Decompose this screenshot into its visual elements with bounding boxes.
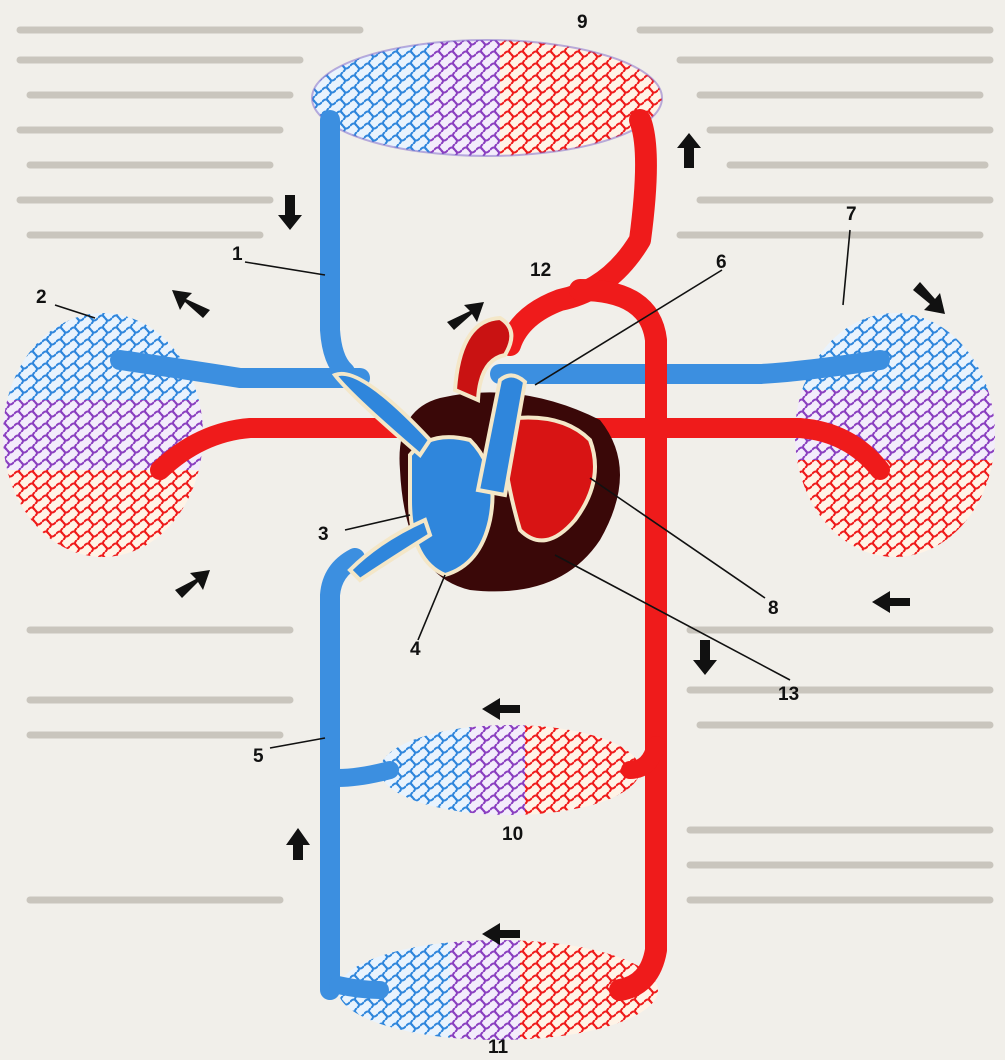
label-1: 1 [232,244,243,265]
arrow-down-icon-right [693,640,717,675]
capillary-bed-middle [370,720,645,820]
label-10: 10 [502,824,523,845]
label-9: 9 [577,12,588,33]
label-13: 13 [778,684,799,705]
label-5: 5 [253,746,264,767]
arrow-up-icon [677,133,701,168]
label-6: 6 [716,252,727,273]
arrow-left-icon-right [872,591,910,613]
arrow-up-right-icon-left [175,570,210,598]
label-4: 4 [410,639,421,660]
arrow-up-icon-bottom [286,828,310,860]
label-12: 12 [530,260,551,281]
arrow-down-icon [278,195,302,230]
arrow-up-left-icon [172,290,210,318]
label-2: 2 [36,287,47,308]
label-3: 3 [318,524,329,545]
arrow-down-right-icon [913,282,945,314]
capillary-bed-left [0,300,210,570]
capillary-bed-top [300,30,680,170]
label-11: 11 [488,1037,509,1058]
label-8: 8 [768,598,779,619]
arrow-left-icon-mid [482,698,520,720]
label-7: 7 [846,204,857,225]
